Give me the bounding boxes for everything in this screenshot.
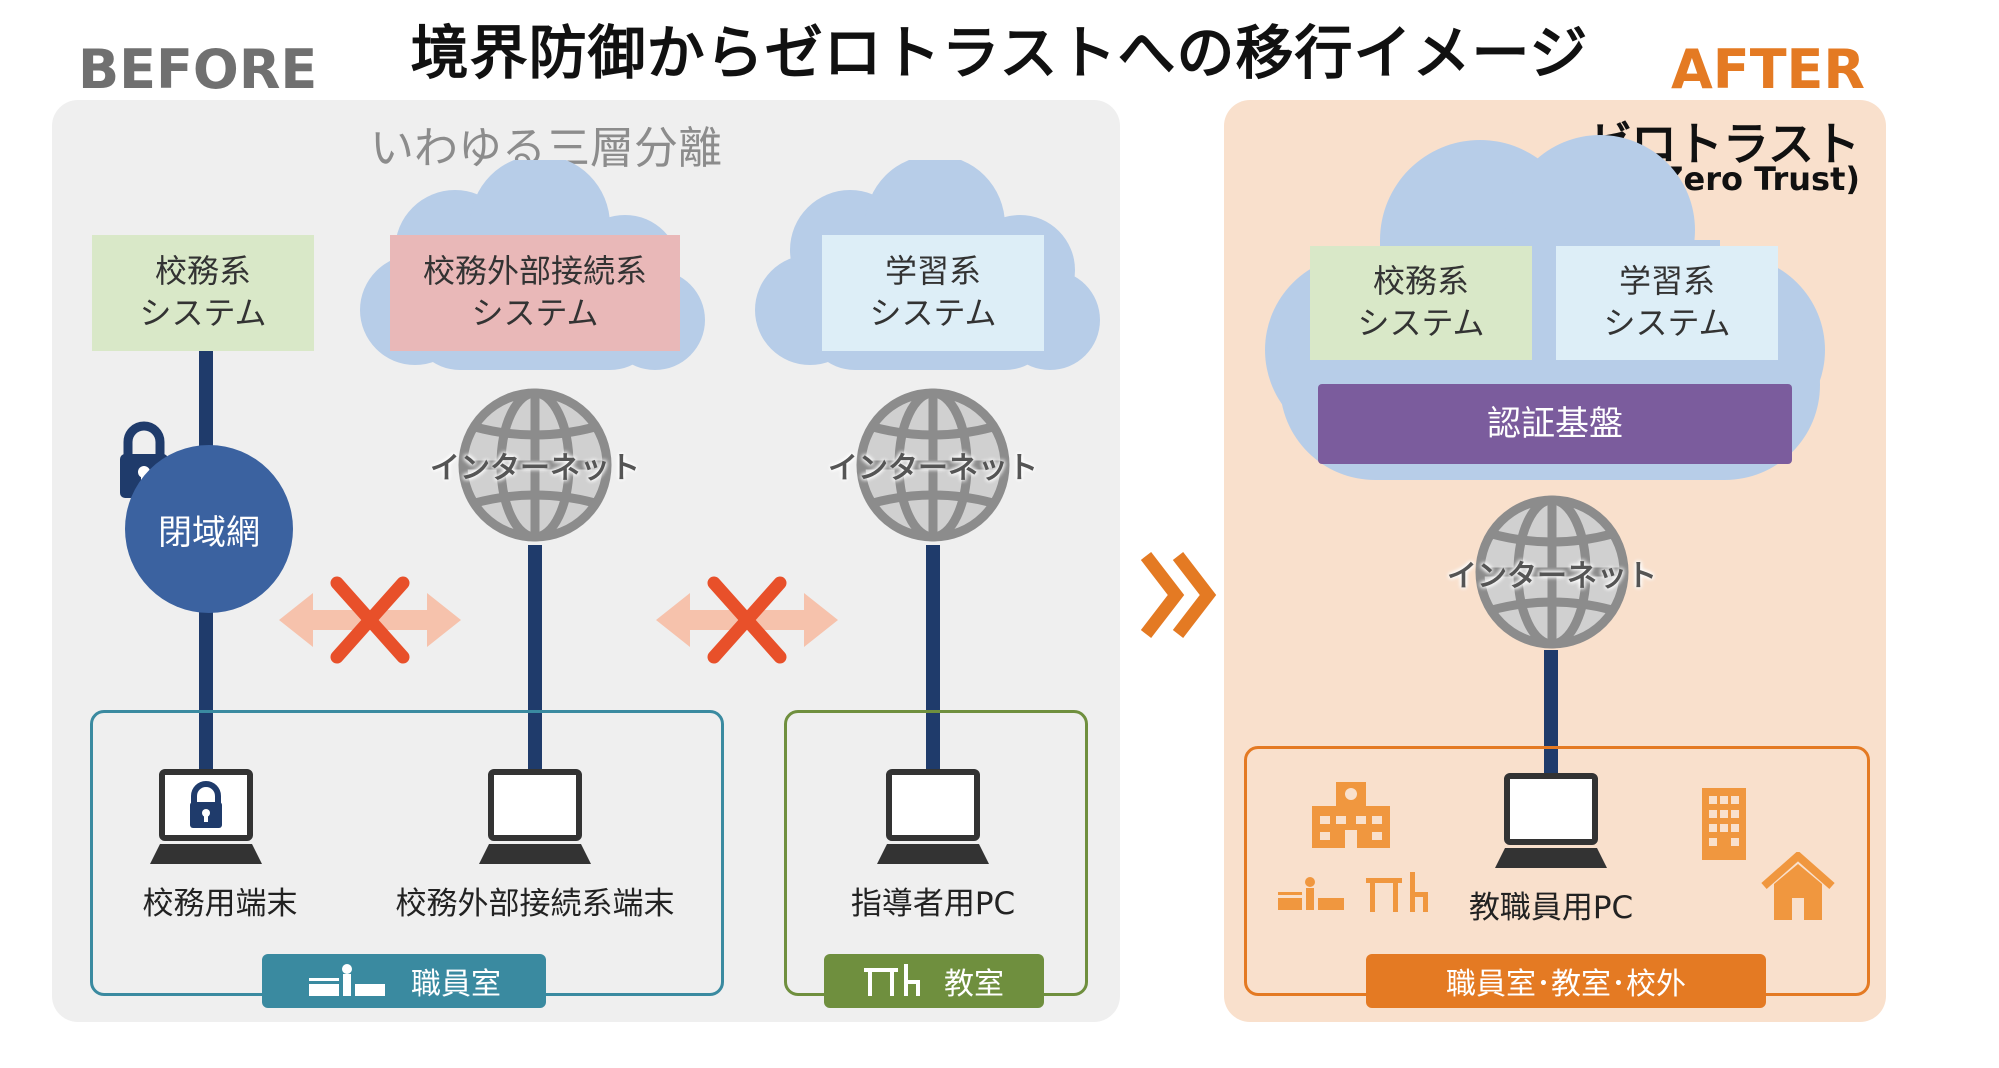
globe-icon	[458, 388, 612, 542]
laptop-icon	[877, 769, 989, 864]
location-text: 職員室･教室･校外	[1446, 967, 1686, 1002]
blocked-connection-icon	[656, 576, 838, 664]
after-label: AFTER	[1671, 38, 1865, 101]
office-building-icon	[1702, 788, 1746, 860]
closed-network-label: 閉域網	[158, 512, 260, 553]
laptop-icon	[150, 769, 262, 864]
internet-label: インターネット	[828, 451, 1038, 486]
before-label: BEFORE	[78, 38, 318, 101]
instructor-pc-label: 指導者用PC	[850, 886, 1016, 922]
after-learning-system-box: 学習系 システム	[1556, 246, 1778, 360]
staff-room-label: 職員室	[262, 954, 546, 1008]
school-building-icon	[1312, 782, 1390, 848]
globe-icon	[1475, 495, 1629, 649]
location-label: 職員室･教室･校外	[1366, 954, 1766, 1008]
desk-icon	[864, 964, 920, 996]
home-icon	[1761, 852, 1835, 920]
laptop-icon	[1495, 773, 1607, 868]
staff-room-text: 職員室	[411, 967, 501, 1002]
internet-label: インターネット	[1447, 559, 1657, 594]
globe-icon	[856, 388, 1010, 542]
closed-network-circle: 閉域網	[125, 445, 293, 613]
auth-platform-box: 認証基盤	[1318, 384, 1792, 464]
school-terminal-label: 校務用端末	[142, 886, 298, 922]
staff-room-icon	[309, 964, 385, 996]
school-affairs-system-box: 校務系 システム	[92, 235, 314, 351]
learning-system-box: 学習系 システム	[822, 235, 1044, 351]
staff-room-icon	[1278, 877, 1344, 910]
external-terminal-label: 校務外部接続系端末	[395, 886, 675, 922]
internet-label: インターネット	[430, 451, 640, 486]
staff-pc-label: 教職員用PC	[1468, 890, 1634, 926]
blocked-connection-icon	[279, 576, 461, 664]
connection-line	[926, 545, 940, 771]
after-school-affairs-system-box: 校務系 システム	[1310, 246, 1532, 360]
school-external-system-box: 校務外部接続系 システム	[390, 235, 680, 351]
desk-icon	[1366, 872, 1428, 912]
classroom-label: 教室	[824, 954, 1044, 1008]
chevron-right-icon	[1140, 552, 1217, 638]
classroom-text: 教室	[944, 967, 1004, 1002]
connection-line	[528, 545, 542, 771]
diagram-title: 境界防御からゼロトラストへの移行イメージ	[410, 19, 1589, 87]
laptop-icon	[479, 769, 591, 864]
